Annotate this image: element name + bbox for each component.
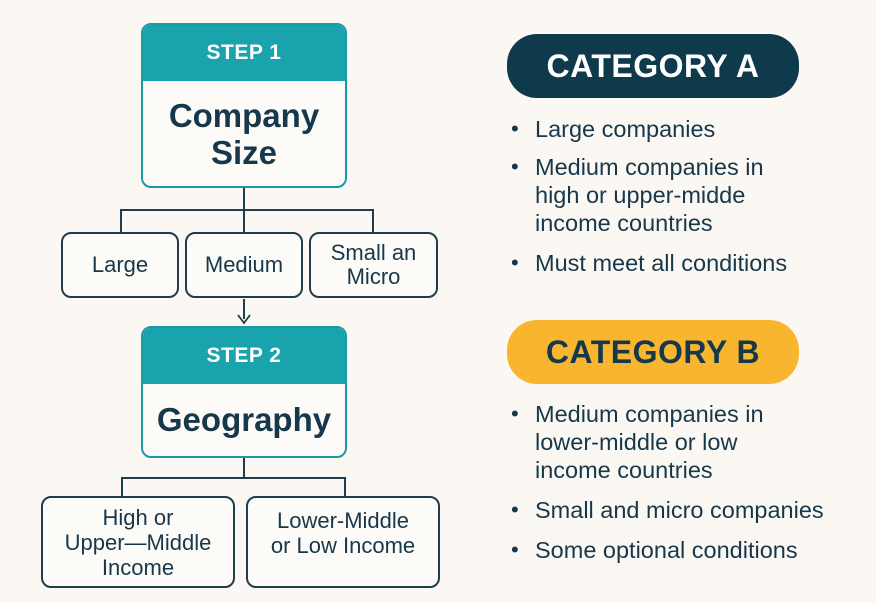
category-b-list: Medium companies in lower-middle or low … [507,400,867,564]
step2-label: STEP 2 [143,328,345,384]
option-low-line1: Lower-Middle [276,508,410,533]
category-b-badge: CATEGORY B [507,320,799,384]
arrow-shaft [243,299,245,319]
category-a-item: Large companies [507,115,867,143]
arrow-down-icon [236,312,252,325]
step2-card: STEP 2 Geography [141,326,347,458]
step1-title-line1: Company [168,96,320,134]
step1-title: Company Size [143,81,345,186]
option-small-micro: Small an Micro [309,232,438,298]
connector-large [120,209,122,233]
connector-medium [243,209,245,233]
step1-title-line2: Size [210,133,278,171]
category-b-item: Small and micro companies [507,496,867,524]
option-high-line3: Income [101,554,175,580]
option-large-label: Large [91,251,149,277]
option-low-line2: or Low Income [270,533,416,558]
connector-step2-bar [121,477,346,479]
connector-step1-stem [243,188,245,210]
option-large: Large [61,232,179,298]
step1-label: STEP 1 [143,25,345,81]
option-small-line1: Small an [330,239,417,265]
option-medium: Medium [185,232,303,298]
option-small-line2: Micro [346,264,401,289]
option-medium-label: Medium [204,251,284,277]
option-high-line2: Upper—Middle [64,529,212,555]
connector-high [121,477,123,497]
step1-card: STEP 1 Company Size [141,23,347,188]
connector-step1-bar [120,209,374,211]
category-b-item: Some optional conditions [507,536,867,564]
category-b-item: Medium companies in lower-middle or low … [507,400,867,484]
category-a-list: Large companies Medium companies in high… [507,115,867,277]
step2-title: Geography [156,401,332,438]
connector-small [372,209,374,233]
connector-step2-stem [243,458,245,478]
option-high-line1: High or [102,504,174,530]
category-a-item: Medium companies in high or upper-midde … [507,153,867,237]
option-high-upper-middle: High or Upper—Middle Income [41,496,235,588]
connector-low [344,477,346,497]
option-lower-middle-low: Lower-Middle or Low Income [246,496,440,588]
category-a-item: Must meet all conditions [507,249,867,277]
category-a-badge: CATEGORY A [507,34,799,98]
